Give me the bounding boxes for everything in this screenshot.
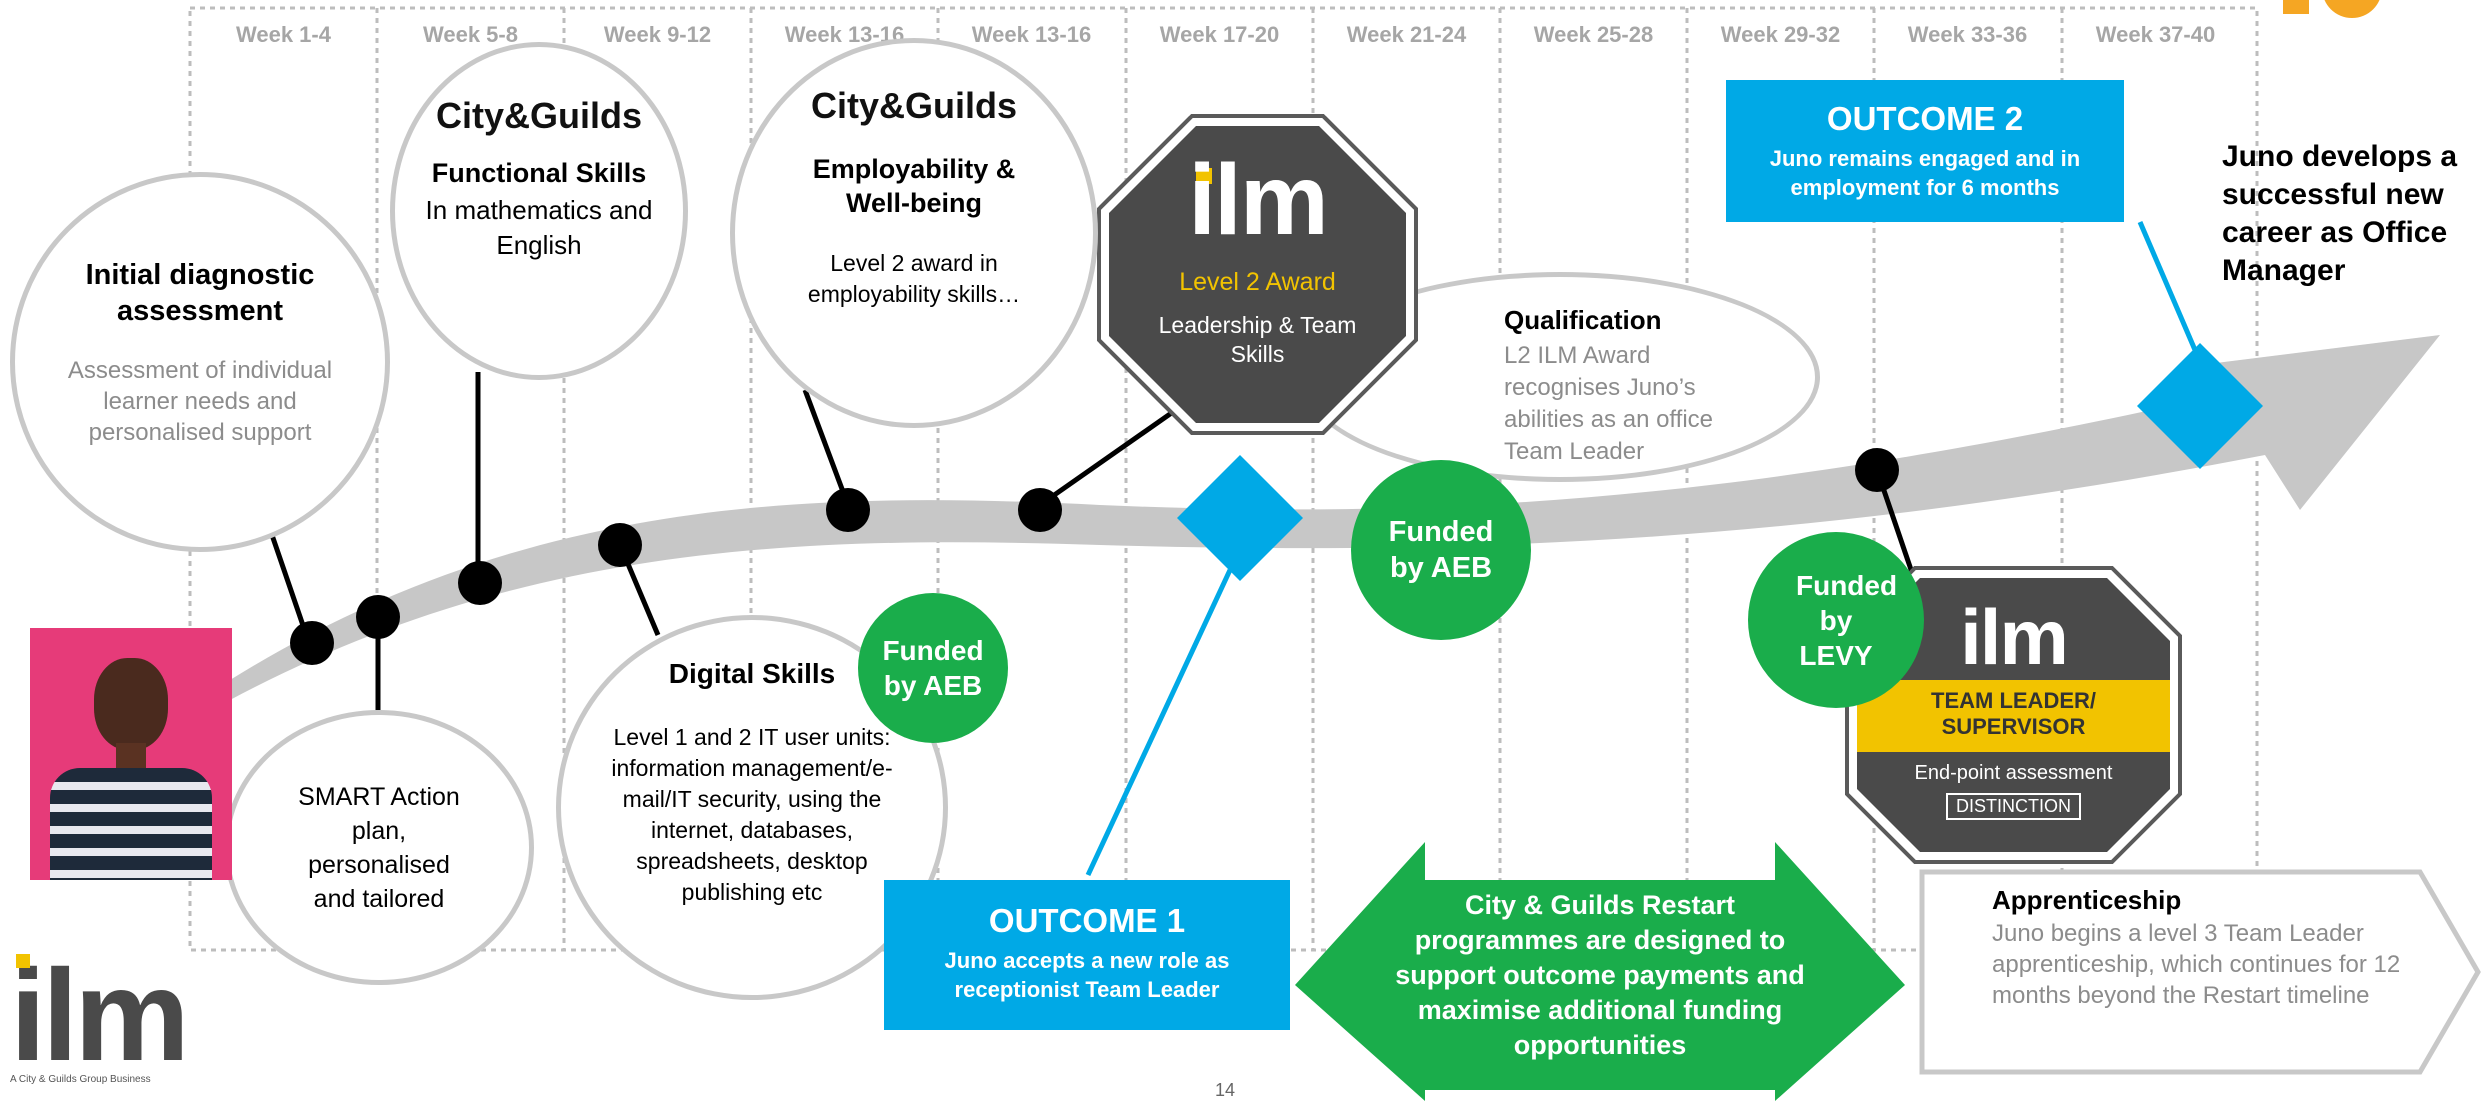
smart-plan-text: SMART Action plan, personalised and tail… <box>298 783 460 913</box>
ilm-logo: ilm <box>10 942 190 1088</box>
city-guilds-logo: City&Guilds <box>810 85 1017 126</box>
ilm-award-name: Leadership & Team Skills <box>1158 312 1357 367</box>
employability-circle: City&Guilds Employability & Well-being L… <box>730 38 1098 428</box>
team-leader-badge-text: ilm TEAM LEADER/ SUPERVISOR End-point as… <box>1857 598 2170 820</box>
digital-skills-title: Digital Skills <box>668 658 836 689</box>
ilm-sparkle-icon <box>1196 168 1212 184</box>
employability-body: Level 2 award in employability skills… <box>807 249 1021 307</box>
week-header: Week 25-28 <box>1533 22 1654 47</box>
outcome-1-box: OUTCOME 1 Juno accepts a new role as rec… <box>884 880 1290 1030</box>
outcome-2-box: OUTCOME 2 Juno remains engaged and in em… <box>1726 80 2124 222</box>
functional-skills-body: In mathematics and English <box>425 194 653 260</box>
career-statement: Juno develops a successful new career as… <box>2222 140 2458 287</box>
initial-assessment-title: Initial diagnostic assessment <box>85 259 315 327</box>
outcome-2-body: Juno remains engaged and in employment f… <box>1769 146 2081 200</box>
milestone-diamonds <box>1177 343 2263 581</box>
outcome-2-title: OUTCOME 2 <box>1826 100 2024 137</box>
milestone-dots <box>290 448 1899 665</box>
qualification-body: L2 ILM Award recognises Juno’s abilities… <box>1504 342 1714 465</box>
week-header: Week 9-12 <box>603 22 712 47</box>
ilm-badge-overlay <box>1099 116 1418 435</box>
funded-levy-text: Funded by LEVY <box>1796 569 1898 671</box>
city-guilds-logo: City&Guilds <box>435 95 642 136</box>
restart-arrow <box>1295 842 1905 1101</box>
footer-ilm-logo: ilm A City & Guilds Group Business <box>10 942 210 1088</box>
apprenticeship-text: Apprenticeship Juno begins a level 3 Tea… <box>1992 885 2402 1011</box>
learner-photo <box>30 628 232 880</box>
week-header: Week 37-40 <box>2095 22 2216 47</box>
funded-aeb-badge: Funded by AEB <box>1351 460 1531 640</box>
qualification-title: Qualification <box>1504 305 1662 335</box>
end-point-assessment: End-point assessment <box>1914 762 2113 784</box>
ilm-award-level: Level 2 Award <box>1179 268 1336 296</box>
page-number: 14 <box>1214 1080 1236 1100</box>
week-header: Week 1-4 <box>236 22 331 47</box>
week-header: Week 5-8 <box>423 22 518 47</box>
week-header: Week 17-20 <box>1159 22 1280 47</box>
footer-tagline: A City & Guilds Group Business <box>10 1074 151 1085</box>
ilm-logo: ilm <box>1960 593 2069 681</box>
apprenticeship-body: Juno begins a level 3 Team Leader appren… <box>1992 920 2401 1009</box>
apprenticeship-title: Apprenticeship <box>1992 885 2182 915</box>
week-header: Week 21-24 <box>1346 22 1467 47</box>
team-leader-role: TEAM LEADER/ SUPERVISOR <box>1931 688 2096 739</box>
week-header: Week 33-36 <box>1907 22 2028 47</box>
week-header: Week 29-32 <box>1720 22 1841 47</box>
distinction-label: DISTINCTION <box>1946 793 2081 820</box>
ilm-logo: ilm <box>1188 144 1328 256</box>
funded-aeb-badge: Funded by AEB <box>858 593 1008 743</box>
outcome-1-body: Juno accepts a new role as receptionist … <box>944 948 1230 1002</box>
apprenticeship-shape <box>1919 869 2481 1075</box>
functional-skills-title: Functional Skills <box>431 157 647 188</box>
digital-skills-body: Level 1 and 2 IT user units: information… <box>611 724 893 905</box>
qualification-text: Qualification L2 ILM Award recognises Ju… <box>1504 305 1764 468</box>
outcome-1-title: OUTCOME 1 <box>988 902 1186 939</box>
ilm-badge-text-overlay: ilm Level 2 Award Leadership & Team Skil… <box>1109 150 1406 369</box>
restart-text: City & Guilds Restart programmes are des… <box>1395 890 1805 1060</box>
smart-plan-circle: SMART Action plan, personalised and tail… <box>224 710 534 985</box>
initial-assessment-circle: Initial diagnostic assessment Assessment… <box>10 172 390 552</box>
employability-title: Employability & Well-being <box>812 153 1016 218</box>
initial-assessment-body: Assessment of individual learner needs a… <box>67 357 333 446</box>
ilm-sparkle-icon <box>16 954 30 968</box>
funded-aeb-text: Funded by AEB <box>1388 516 1494 584</box>
funded-aeb-text: Funded by AEB <box>882 635 984 701</box>
outcome-lines <box>1085 221 2198 877</box>
week-header: Week 13-16 <box>971 22 1092 47</box>
progress-arrow <box>230 335 2440 700</box>
funded-levy-badge: Funded by LEVY <box>1748 532 1924 708</box>
functional-skills-circle: City&Guilds Functional Skills In mathema… <box>390 42 688 380</box>
